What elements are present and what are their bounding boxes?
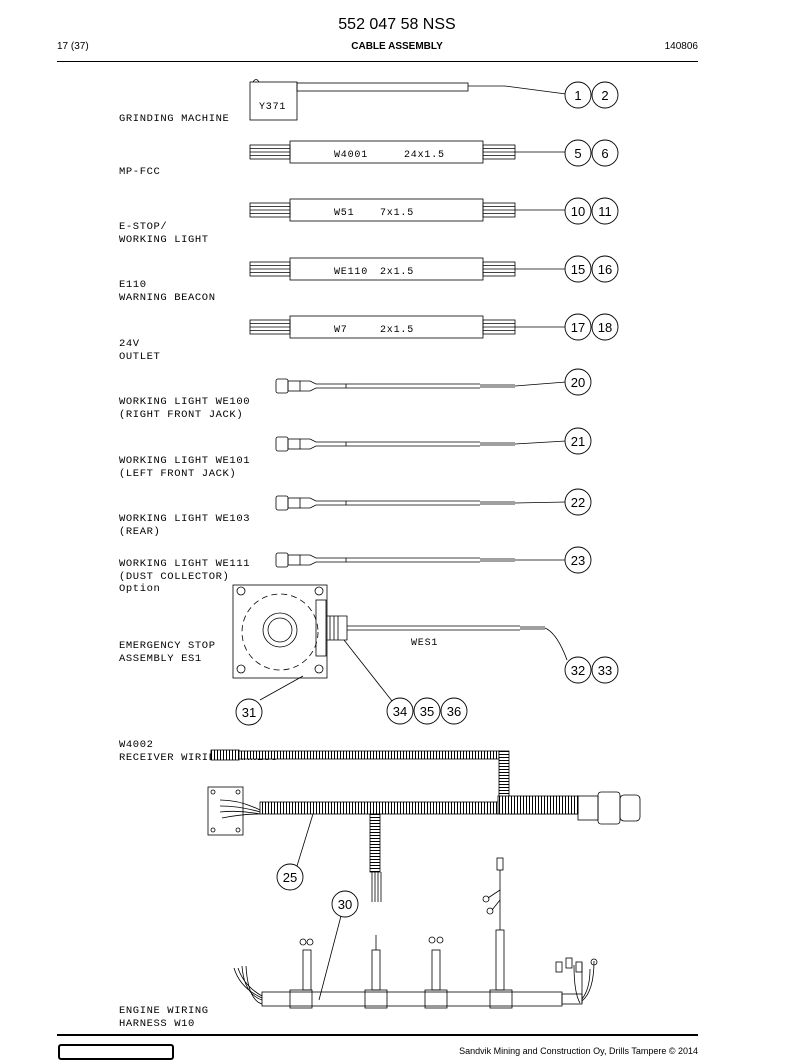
svg-text:34: 34 [393, 704, 407, 719]
cable-w4001 [249, 140, 566, 164]
cable-we110-id: WE110 [334, 267, 368, 278]
svg-text:15: 15 [571, 262, 585, 277]
balloon-17: 17 [564, 313, 592, 341]
balloon-25: 25 [276, 863, 304, 891]
document-number: 552 047 58 NSS [338, 16, 456, 33]
balloon-33: 33 [591, 656, 619, 684]
balloon-30: 30 [331, 890, 359, 918]
balloon-11: 11 [591, 197, 619, 225]
svg-text:23: 23 [571, 553, 585, 568]
balloon-34: 34 [386, 697, 414, 725]
label-grinding-machine: GRINDING MACHINE [119, 113, 230, 125]
header-rule [57, 61, 698, 62]
cable-we111 [275, 552, 566, 568]
svg-text:35: 35 [420, 704, 434, 719]
balloon-22: 22 [564, 488, 592, 516]
balloon-32: 32 [564, 656, 592, 684]
label-working-light-we100: WORKING LIGHT WE100(RIGHT FRONT JACK) [119, 396, 251, 421]
balloon-35: 35 [413, 697, 441, 725]
grinding-machine-cable [249, 79, 567, 121]
cable-w4001-id: W4001 [334, 150, 368, 161]
page-number: 17 (37) [57, 41, 89, 52]
balloon-5: 5 [564, 139, 592, 167]
cable-w7-id: W7 [334, 325, 348, 336]
svg-text:25: 25 [283, 870, 297, 885]
svg-text:31: 31 [242, 705, 256, 720]
label-working-light-we101: WORKING LIGHT WE101(LEFT FRONT JACK) [119, 455, 251, 480]
balloon-6: 6 [591, 139, 619, 167]
svg-text:2: 2 [601, 88, 608, 103]
svg-text:30: 30 [338, 897, 352, 912]
svg-text:10: 10 [571, 204, 585, 219]
label-mp-fcc: MP-FCC [119, 166, 161, 178]
svg-text:18: 18 [598, 320, 612, 335]
svg-text:36: 36 [447, 704, 461, 719]
balloon-10: 10 [564, 197, 592, 225]
balloon-1: 1 [564, 81, 592, 109]
company-logo [58, 1044, 174, 1060]
svg-text:32: 32 [571, 663, 585, 678]
svg-text:20: 20 [571, 375, 585, 390]
emergency-stop-box [232, 584, 568, 702]
svg-text:22: 22 [571, 495, 585, 510]
balloon-23: 23 [564, 546, 592, 574]
grinding-machine-code: Y371 [259, 102, 286, 113]
label-estop-working-light: E-STOP/WORKING LIGHT [119, 221, 209, 246]
cable-we103 [275, 495, 567, 511]
receiver-wiring-harness [207, 749, 641, 902]
footer-copyright: Sandvik Mining and Construction Oy, Dril… [459, 1046, 698, 1056]
balloon-21: 21 [564, 427, 592, 455]
cable-w51-id: W51 [334, 208, 354, 219]
cable-w7-spec: 2x1.5 [380, 325, 414, 336]
svg-text:6: 6 [601, 146, 608, 161]
cable-wes1-label: WES1 [411, 638, 438, 649]
balloon-15: 15 [564, 255, 592, 283]
svg-text:11: 11 [598, 204, 612, 219]
balloon-36: 36 [440, 697, 468, 725]
svg-text:17: 17 [571, 320, 585, 335]
balloon-20: 20 [564, 368, 592, 396]
svg-text:1: 1 [574, 88, 581, 103]
cable-w4001-spec: 24x1.5 [404, 150, 445, 161]
cable-w51-spec: 7x1.5 [380, 208, 414, 219]
label-working-light-we111: WORKING LIGHT WE111(DUST COLLECTOR)Optio… [119, 558, 251, 595]
document-title: CABLE ASSEMBLY [351, 41, 443, 52]
document-date: 140806 [664, 41, 698, 52]
svg-text:21: 21 [571, 434, 585, 449]
balloon-2: 2 [591, 81, 619, 109]
footer-rule [57, 1034, 698, 1036]
cable-we110-spec: 2x1.5 [380, 267, 414, 278]
balloon-18: 18 [591, 313, 619, 341]
cable-w7 [249, 315, 566, 339]
balloon-16: 16 [591, 255, 619, 283]
engine-wiring-harness [233, 857, 598, 1009]
label-working-light-we103: WORKING LIGHT WE103(REAR) [119, 513, 251, 538]
svg-text:5: 5 [574, 146, 581, 161]
cable-w51 [249, 198, 566, 222]
cable-we110 [249, 257, 566, 281]
cable-we100 [275, 378, 567, 394]
svg-text:33: 33 [598, 663, 612, 678]
svg-text:16: 16 [598, 262, 612, 277]
balloon-31: 31 [235, 698, 263, 726]
cable-we101 [275, 436, 567, 452]
